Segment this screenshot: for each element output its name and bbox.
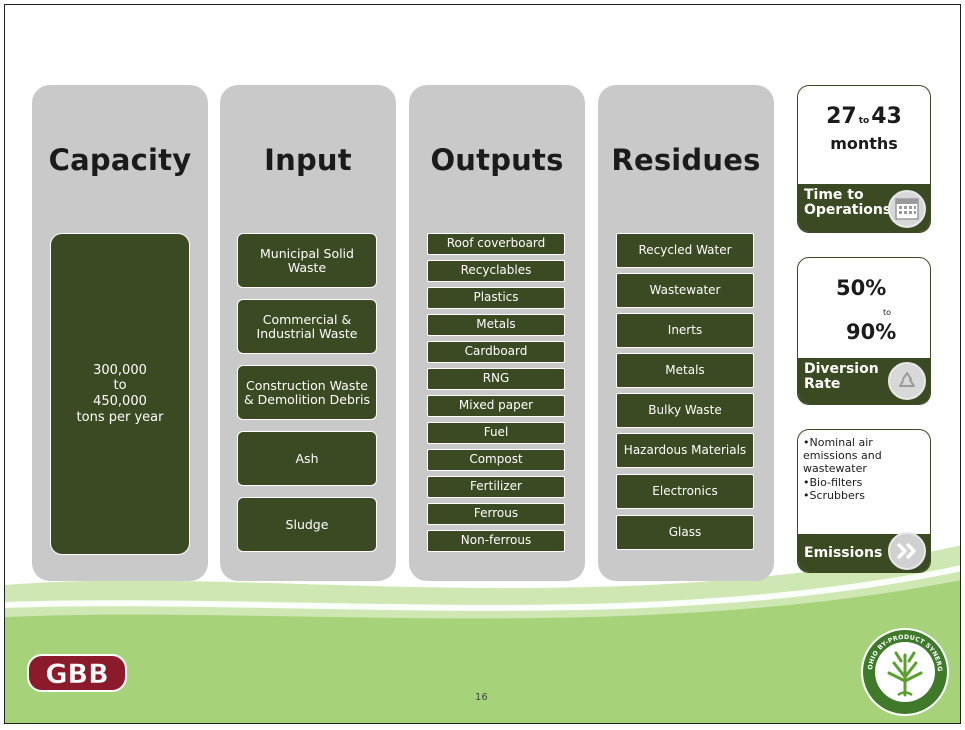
output-item-mixed-paper: Mixed paper [427, 395, 565, 417]
output-item-cardboard: Cardboard [427, 341, 565, 363]
output-item-rng: RNG [427, 368, 565, 390]
time-connector: to [858, 116, 870, 126]
input-title: Input [264, 143, 352, 177]
output-item-plastics: Plastics [427, 287, 565, 309]
output-item-roof-coverboard: Roof coverboard [427, 233, 565, 255]
input-item-construction: Construction Waste & Demolition Debris [237, 365, 377, 420]
input-column: Input Municipal Solid Waste Commercial &… [220, 85, 396, 581]
calendar-icon [888, 190, 926, 228]
emissions-bullet: •Scrubbers [803, 488, 865, 502]
output-item-non-ferrous: Non-ferrous [427, 530, 565, 552]
output-item-compost: Compost [427, 449, 565, 471]
emissions-bullets: •Nominal air emissions and wastewater •B… [803, 436, 927, 502]
time-high: 43 [871, 104, 902, 129]
obsn-logo: OHIO BY-PRODUCT SYNERGY NETWORK [856, 622, 950, 717]
time-unit: months [830, 134, 898, 153]
slide: Capacity 300,000 to 450,000 tons per yea… [4, 4, 961, 724]
capacity-title: Capacity [48, 143, 192, 177]
output-item-recyclables: Recyclables [427, 260, 565, 282]
residue-item-glass: Glass [616, 515, 754, 550]
outputs-column: Outputs Roof coverboard Recyclables Plas… [409, 85, 585, 581]
emissions-bullet: •Nominal air emissions and wastewater [803, 436, 882, 476]
input-item-ash: Ash [237, 431, 377, 486]
residue-item-recycled-water: Recycled Water [616, 233, 754, 268]
double-chevron-icon [888, 532, 926, 570]
background-swoosh [5, 545, 960, 723]
gbb-logo-text: GBB [45, 659, 108, 690]
outputs-title: Outputs [430, 143, 564, 177]
residue-item-metals: Metals [616, 353, 754, 388]
diversion-low: 50% [836, 276, 887, 300]
diversion-high: 90% [846, 320, 897, 344]
residue-item-electronics: Electronics [616, 474, 754, 509]
residues-column: Residues Recycled Water Wastewater Inert… [598, 85, 774, 581]
residue-item-wastewater: Wastewater [616, 273, 754, 308]
input-item-msw: Municipal Solid Waste [237, 233, 377, 288]
diversion-connector: to [883, 308, 892, 317]
recycle-icon [888, 362, 926, 400]
time-low: 27 [826, 104, 857, 129]
output-item-ferrous: Ferrous [427, 503, 565, 525]
residue-item-hazardous: Hazardous Materials [616, 433, 754, 468]
input-item-commercial: Commercial & Industrial Waste [237, 299, 377, 354]
output-item-metals: Metals [427, 314, 565, 336]
capacity-column: Capacity 300,000 to 450,000 tons per yea… [32, 85, 208, 581]
output-item-fertilizer: Fertilizer [427, 476, 565, 498]
capacity-value: 300,000 to 450,000 tons per year [50, 233, 190, 555]
residues-title: Residues [611, 143, 761, 177]
input-item-sludge: Sludge [237, 497, 377, 552]
output-item-fuel: Fuel [427, 422, 565, 444]
residue-item-inerts: Inerts [616, 313, 754, 348]
emissions-bullet: •Bio-filters [803, 475, 863, 489]
emissions-card: •Nominal air emissions and wastewater •B… [797, 429, 931, 573]
residue-item-bulky-waste: Bulky Waste [616, 393, 754, 428]
page-number: 16 [475, 692, 488, 703]
diversion-rate-card: 50% to 90% Diversion Rate [797, 257, 931, 405]
gbb-logo: GBB [27, 654, 127, 692]
